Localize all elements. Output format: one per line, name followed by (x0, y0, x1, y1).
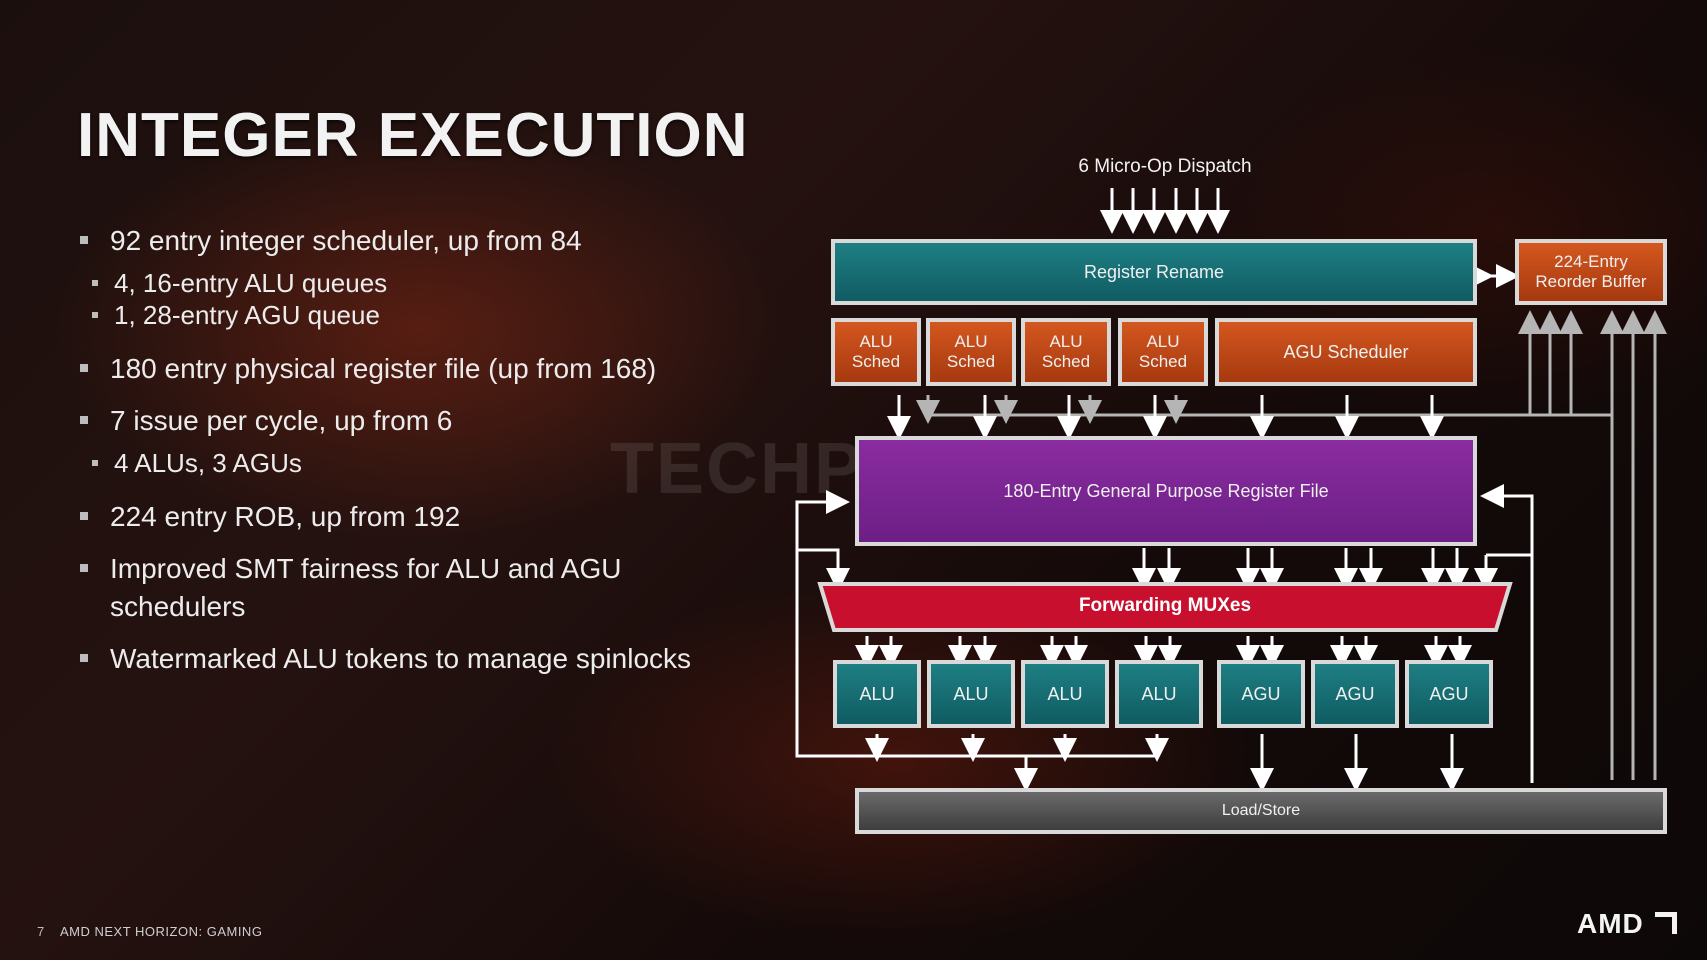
alu-unit: ALU (927, 660, 1015, 728)
sched-to-prf-arrows (887, 395, 1444, 440)
alu-output-arrows (865, 734, 1169, 792)
register-file-block: 180-Entry General Purpose Register File (855, 436, 1477, 546)
amd-logo-text: AMD (1577, 908, 1644, 939)
prf-to-mux-arrows (1132, 548, 1498, 592)
alu-unit: ALU (833, 660, 921, 728)
rob-completion-bus (916, 310, 1667, 780)
dispatch-arrows (1100, 188, 1230, 234)
amd-logo: AMD (1577, 908, 1677, 940)
sub-bullet-item: 4, 16-entry ALU queues (78, 266, 718, 300)
bullet-item: 180 entry physical register file (up fro… (78, 350, 718, 388)
amd-arrow-icon (1654, 912, 1677, 934)
bullet-item: Improved SMT fairness for ALU and AGU sc… (78, 550, 718, 626)
mux-to-units-arrows (855, 636, 1472, 669)
alu-unit: ALU (1021, 660, 1109, 728)
footer-text: AMD NEXT HORIZON: GAMING (60, 924, 263, 939)
agu-unit: AGU (1217, 660, 1305, 728)
sub-bullet-item: 1, 28-entry AGU queue (78, 298, 718, 332)
load-store-block: Load/Store (855, 788, 1667, 834)
bullet-list: 92 entry integer scheduler, up from 84 4… (78, 222, 718, 692)
slide-title: INTEGER EXECUTION (77, 101, 749, 170)
alu-scheduler-block: ALU Sched (1021, 318, 1111, 386)
agu-unit: AGU (1405, 660, 1493, 728)
page-number: 7 (37, 924, 45, 939)
agu-scheduler-block: AGU Scheduler (1215, 318, 1477, 386)
register-rename-block: Register Rename (831, 239, 1477, 305)
bullet-item: 7 issue per cycle, up from 6 (78, 402, 718, 440)
reorder-buffer-block: 224-Entry Reorder Buffer (1515, 239, 1667, 305)
bullet-item: 92 entry integer scheduler, up from 84 (78, 222, 718, 260)
alu-scheduler-block: ALU Sched (831, 318, 921, 386)
forwarding-mux-shape (817, 582, 1513, 632)
alu-scheduler-block: ALU Sched (1118, 318, 1208, 386)
agu-to-loadstore-arrows (1250, 734, 1464, 792)
bullet-item: 224 entry ROB, up from 192 (78, 498, 718, 536)
sub-bullet-item: 4 ALUs, 3 AGUs (78, 446, 718, 480)
alu-scheduler-block: ALU Sched (926, 318, 1016, 386)
forwarding-mux-label: Forwarding MUXes (1078, 595, 1252, 616)
bullet-item: Watermarked ALU tokens to manage spinloc… (78, 640, 718, 678)
dispatch-label: 6 Micro-Op Dispatch (1078, 156, 1252, 177)
agu-unit: AGU (1311, 660, 1399, 728)
alu-unit: ALU (1115, 660, 1203, 728)
